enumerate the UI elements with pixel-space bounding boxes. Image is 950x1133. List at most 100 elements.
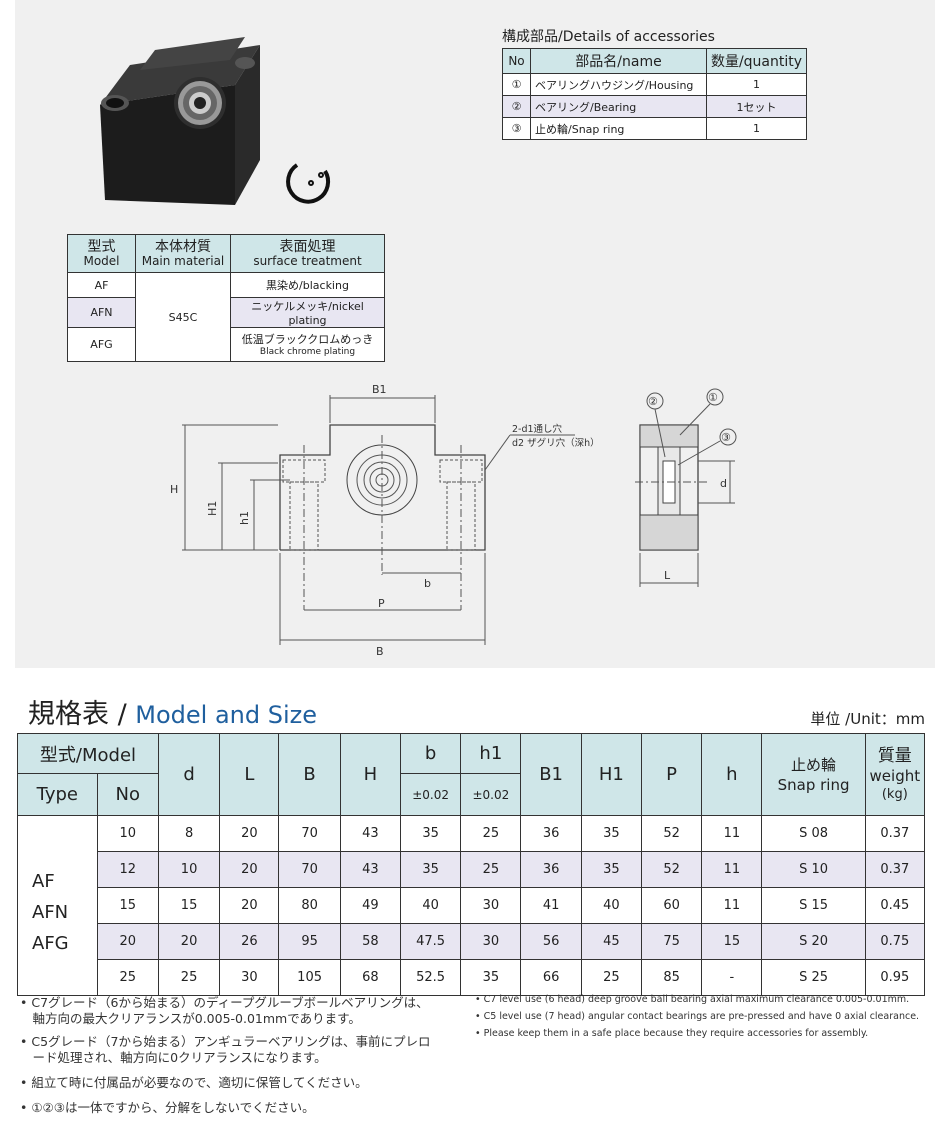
header-h1: h1 (460, 733, 522, 774)
table-cell: 36 (520, 851, 582, 888)
mat-header-model: 型式 Model (67, 234, 136, 273)
table-cell: 105 (278, 959, 341, 996)
header-L: L (219, 733, 280, 816)
header-B1: B1 (520, 733, 582, 816)
dim-b: b (424, 577, 431, 590)
table-cell: 10 (96, 815, 159, 852)
header-no: No (96, 773, 159, 816)
table-row: ① ベアリングハウジング/Housing 1 (502, 73, 807, 96)
note-jp-1: • C7グレード（6から始まる）のディープグルーブボールベアリングは、 軸方向の… (20, 995, 429, 1026)
table-cell: 0.37 (864, 851, 926, 888)
table-cell: 85 (640, 959, 703, 996)
unit-label: 単位 /Unit：mm (810, 710, 925, 728)
table-cell: 8 (157, 815, 221, 852)
dim-H1: H1 (206, 501, 219, 516)
table-cell: 12 (96, 851, 159, 888)
callout-3: ③ (721, 431, 731, 444)
type-label: AF (32, 871, 55, 892)
table-cell: 35 (580, 851, 642, 888)
note-en-3: • Please keep them in a safe place becau… (475, 1028, 869, 1039)
table-row: ② ベアリング/Bearing 1セット (502, 95, 807, 118)
table-cell: 20 (157, 923, 221, 960)
callout-2: ② (648, 395, 658, 408)
note-en-1: • C7 level use (6 head) deep groove ball… (475, 994, 910, 1005)
note-jp-4: • ①②③は一体ですから、分解をしないでください。 (20, 1100, 315, 1115)
table-cell: 49 (339, 887, 401, 924)
acc-header-no: No (502, 48, 531, 74)
table-row: AF S45C 黒染め/blacking (67, 272, 385, 362)
table-cell: 52 (640, 851, 703, 888)
table-cell: 0.75 (864, 923, 926, 960)
table-cell: 15 (157, 887, 221, 924)
acc-name: ベアリング/Bearing (530, 95, 707, 118)
dim-P: P (378, 597, 385, 610)
table-cell: 30 (460, 923, 522, 960)
table-cell: S 10 (761, 851, 866, 888)
spec-heading: 規格表 / Model and Size (28, 692, 317, 731)
table-cell: 25 (460, 815, 522, 852)
product-photo (100, 37, 331, 205)
acc-header-qty: 数量/quantity (706, 48, 807, 74)
table-cell: 56 (520, 923, 582, 960)
table-cell: 43 (339, 815, 401, 852)
table-cell: S 15 (761, 887, 866, 924)
table-cell: 40 (399, 887, 462, 924)
table-row: ③ 止め輪/Snap ring 1 (502, 117, 807, 140)
mat-header-material: 本体材質 Main material (135, 234, 231, 273)
hole-note-1: 2-d1通し穴 (512, 423, 563, 435)
acc-no: ③ (502, 117, 531, 140)
table-cell: 45 (580, 923, 642, 960)
table-cell: 20 (219, 851, 280, 888)
header-snap-ring: 止め輪 Snap ring (761, 733, 866, 816)
spec-heading-sep: / (109, 699, 127, 730)
table-cell: 0.45 (864, 887, 926, 924)
table-cell: 35 (460, 959, 522, 996)
table-cell: 35 (399, 815, 462, 852)
note-jp-2: • C5グレード（7から始まる）アンギュラーベアリングは、事前にプレロ ード処理… (20, 1034, 431, 1065)
table-cell: 60 (640, 887, 703, 924)
table-cell: 52 (640, 815, 703, 852)
mat-model: AFN (67, 297, 136, 328)
acc-qty: 1 (706, 73, 807, 96)
table-cell: 0.95 (864, 959, 926, 996)
table-cell: 35 (399, 851, 462, 888)
header-b-tolerance: ±0.02 (399, 773, 462, 816)
acc-qty: 1 (706, 117, 807, 140)
table-cell: 40 (580, 887, 642, 924)
table-cell: 75 (640, 923, 703, 960)
header-b: b (399, 733, 462, 774)
table-cell: 26 (219, 923, 280, 960)
acc-name: ベアリングハウジング/Housing (530, 73, 707, 96)
table-cell: 25 (580, 959, 642, 996)
technical-drawing: B1 H H1 h1 b P B 2-d1通し穴 d2 ザグリ穴（深h） d L… (170, 383, 737, 658)
table-cell: 58 (339, 923, 401, 960)
dim-H: H (170, 483, 178, 496)
table-cell: 11 (701, 887, 763, 924)
table-cell: 80 (278, 887, 341, 924)
header-model: 型式/Model (17, 733, 159, 774)
spec-table: 型式/Model d L B H b h1 B1 H1 P h 止め輪 Snap… (17, 733, 926, 996)
dim-L: L (664, 569, 671, 582)
header-d: d (157, 733, 221, 816)
table-cell: - (701, 959, 763, 996)
header-type: Type (17, 773, 98, 816)
spec-heading-en: Model and Size (135, 701, 318, 729)
spec-heading-jp: 規格表 (28, 699, 109, 730)
table-cell: 10 (157, 851, 221, 888)
table-cell: 95 (278, 923, 341, 960)
mat-treatment: 黒染め/blacking (230, 272, 385, 298)
table-row: AFG 低温ブラッククロムめっき Black chrome plating (67, 327, 385, 362)
table-cell: 30 (460, 887, 522, 924)
table-cell: 20 (96, 923, 159, 960)
acc-header-name: 部品名/name (530, 48, 707, 74)
table-cell: 20 (219, 887, 280, 924)
hole-note-2: d2 ザグリ穴（深h） (512, 437, 600, 449)
accessories-title: 構成部品/Details of accessories (502, 29, 715, 45)
mat-header-treatment: 表面処理 surface treatment (230, 234, 385, 273)
type-label: AFG (32, 933, 69, 954)
table-cell: 15 (701, 923, 763, 960)
